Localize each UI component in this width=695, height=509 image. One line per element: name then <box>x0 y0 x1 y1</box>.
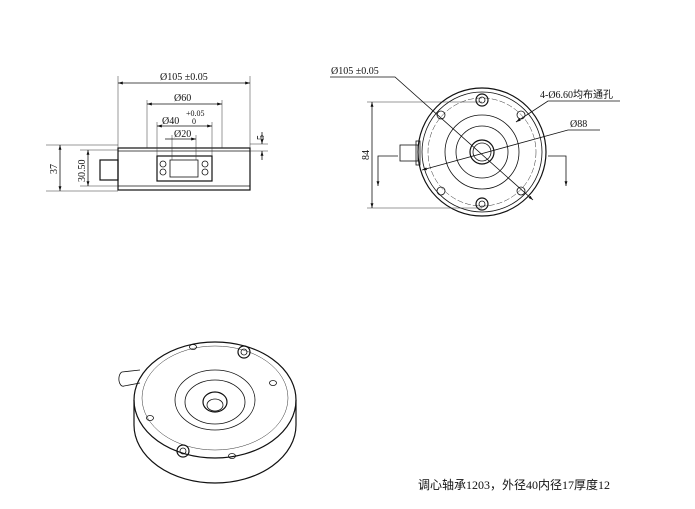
tol-upper-label: +0.05 <box>186 109 205 118</box>
top-view: Ø105 ±0.05 4-Ø6.60均布通孔 Ø88 84 <box>330 66 620 217</box>
dim-37-label: 37 <box>49 164 60 174</box>
dim-outer-label: Ø105 ±0.05 <box>331 66 379 77</box>
caption: 调心轴承1203，外径40内径17厚度12 <box>418 478 611 492</box>
cable-hub-section <box>99 159 119 181</box>
cable-stub <box>118 369 141 387</box>
dim-20-label: Ø20 <box>174 129 191 140</box>
dim-outer-label: Ø105 ±0.05 <box>160 72 208 83</box>
dim-40-label: Ø40 <box>162 116 179 127</box>
body-section <box>117 147 251 191</box>
dim-84-label: 84 <box>361 150 372 160</box>
cable-connector <box>399 144 419 162</box>
dim-60-label: Ø60 <box>174 93 191 104</box>
dim-3050-label: 30.50 <box>77 160 88 183</box>
dim-holes-label: 4-Ø6.60均布通孔 <box>540 89 613 101</box>
section-view: Ø105 ±0.05 Ø60 +0.05 0 Ø40 Ø20 5 37 30.5… <box>46 72 268 192</box>
dim-88-label: Ø88 <box>570 119 587 130</box>
isometric-view <box>118 341 297 484</box>
tol-lower-label: 0 <box>192 117 196 126</box>
bearing <box>156 155 213 182</box>
dim-5-label: 5 <box>256 135 267 140</box>
